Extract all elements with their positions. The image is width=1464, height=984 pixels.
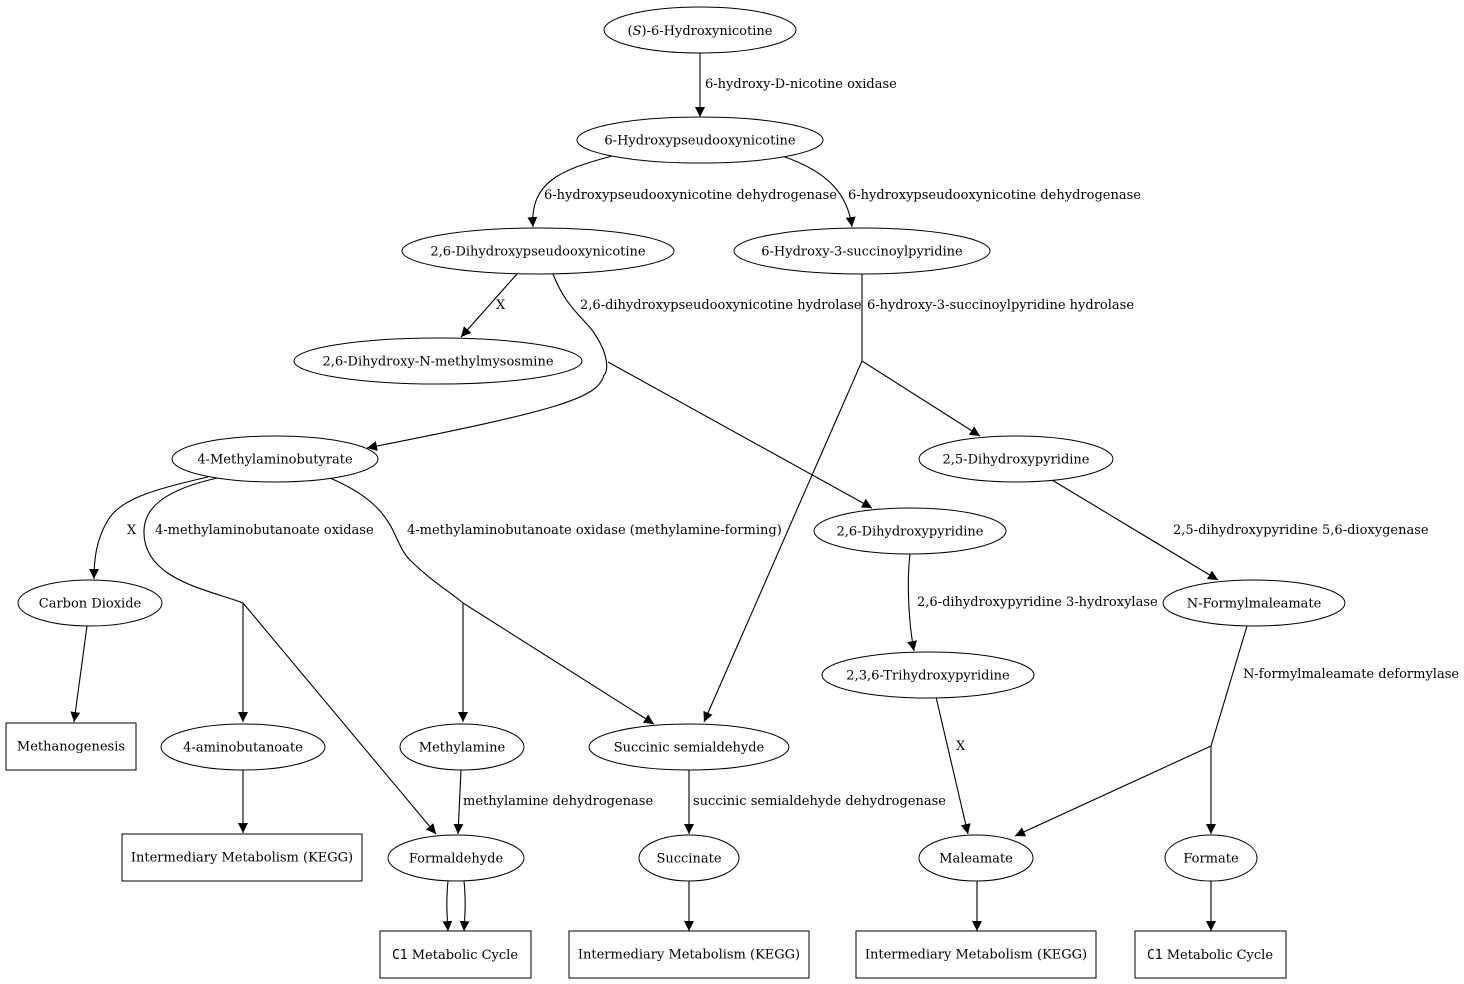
node-label: Intermediary Metabolism (KEGG) <box>578 948 800 963</box>
node-label: Formaldehyde <box>409 852 504 867</box>
node-intermediary-kegg-3[interactable]: Intermediary Metabolism (KEGG) <box>855 930 1097 979</box>
edge-mab-oxidase-to-formaldehyde <box>242 602 437 835</box>
node-dihydroxypseudooxynicotine[interactable]: 2,6-Dihydroxypseudooxynicotine <box>401 227 675 275</box>
node-intermediary-kegg-1[interactable]: Intermediary Metabolism (KEGG) <box>121 833 363 882</box>
node-hydroxy-succinoylpyridine[interactable]: 6-Hydroxy-3-succinoylpyridine <box>733 227 991 275</box>
edge-hydrolase-to-26-dihydroxypyridine <box>607 361 873 509</box>
node-label: 2,3,6-Trihydroxypyridine <box>846 669 1010 684</box>
node-label: Intermediary Metabolism (KEGG) <box>865 948 1087 963</box>
edge-label-methylamine-dehydrogenase: methylamine dehydrogenase <box>463 794 653 809</box>
edge-dihydroxypseudooxynicotine-to-mysosmine <box>460 273 518 338</box>
edge-label-x-mysosmine: X <box>496 298 506 313</box>
node-label: 2,6-Dihydroxy-N-methylmysosmine <box>322 355 553 370</box>
node-label: 2,6-Dihydroxypseudooxynicotine <box>430 245 646 260</box>
edge-label-hsp-hydrolase: 6-hydroxy-3-succinoylpyridine hydrolase <box>867 298 1134 313</box>
edge-label-x-maleamate: X <box>956 739 966 754</box>
edge-label-dhp-hydroxylase: 2,6-dihydroxypyridine 3-hydroxylase <box>917 595 1158 610</box>
edge-label-ssa-dehydrogenase: succinic semialdehyde dehydrogenase <box>693 794 946 809</box>
node-label: N-Formylmaleamate <box>1187 597 1322 612</box>
node-c1-cycle-1[interactable]: C1 Metabolic Cycle <box>379 930 532 979</box>
edge-deformylase-to-maleamate <box>1014 745 1212 837</box>
node-label: Succinate <box>656 852 721 867</box>
edge-label-hpon-dehydrogenase-right: 6-hydroxypseudooxynicotine dehydrogenase <box>848 188 1141 203</box>
node-trihydroxypyridine[interactable]: 2,3,6-Trihydroxypyridine <box>821 651 1035 699</box>
edge-label-mab-oxidase: 4-methylaminobutanoate oxidase <box>155 523 374 538</box>
node-hydroxypseudooxynicotine[interactable]: 6-Hydroxypseudooxynicotine <box>576 116 824 164</box>
node-methanogenesis[interactable]: Methanogenesis <box>5 722 137 771</box>
node-methylaminobutyrate[interactable]: 4-Methylaminobutyrate <box>171 435 379 483</box>
node-aminobutanoate[interactable]: 4-aminobutanoate <box>160 723 326 771</box>
nodes: (S)-6-Hydroxynicotine 6-Hydroxypseudooxy… <box>5 6 1346 979</box>
node-label: 4-aminobutanoate <box>183 741 303 756</box>
node-methylamine[interactable]: Methylamine <box>399 723 525 771</box>
node-label: Maleamate <box>939 852 1013 867</box>
node-n-formylmaleamate[interactable]: N-Formylmaleamate <box>1162 579 1346 627</box>
edge-label-mab-oxidase-methylamine: 4-methylaminobutanoate oxidase (methylam… <box>407 523 782 538</box>
edges <box>70 53 1248 932</box>
node-label: Succinic semialdehyde <box>614 741 765 756</box>
node-intermediary-kegg-2[interactable]: Intermediary Metabolism (KEGG) <box>568 930 810 979</box>
node-formate[interactable]: Formate <box>1164 834 1258 882</box>
edge-pseudooxynicotine-to-succinoylpyridine <box>781 155 856 228</box>
edge-label-dhpon-hydrolase: 2,6-dihydroxypseudooxynicotine hydrolase <box>580 298 862 313</box>
node-dihydroxy-methylmysosmine[interactable]: 2,6-Dihydroxy-N-methylmysosmine <box>293 337 583 385</box>
node-label: 6-Hydroxy-3-succinoylpyridine <box>761 245 963 260</box>
edge-hydrolase-to-methylaminobutyrate <box>366 374 605 451</box>
node-c1-cycle-2[interactable]: C1 Metabolic Cycle <box>1134 930 1287 979</box>
node-label: Intermediary Metabolism (KEGG) <box>131 851 353 866</box>
node-succinate[interactable]: Succinate <box>638 834 740 882</box>
node-ellipse <box>603 6 797 54</box>
node-maleamate[interactable]: Maleamate <box>918 834 1034 882</box>
node-s6-hydroxynicotine[interactable]: (S)-6-Hydroxynicotine <box>603 6 797 54</box>
edge-trihydroxypyridine-to-maleamate <box>935 696 971 835</box>
node-label: C1 Metabolic Cycle <box>392 948 518 963</box>
node-label: 2,6-Dihydroxypyridine <box>837 525 984 540</box>
node-26-dihydroxypyridine[interactable]: 2,6-Dihydroxypyridine <box>813 507 1007 555</box>
edge-label-hpon-dehydrogenase-left: 6-hydroxypseudooxynicotine dehydrogenase <box>544 188 837 203</box>
node-label: 4-Methylaminobutyrate <box>197 453 353 468</box>
edge-label-nfm-deformylase: N-formylmaleamate deformylase <box>1243 667 1459 682</box>
edge-mab-oxidase-trunk <box>143 476 244 604</box>
node-25-dihydroxypyridine[interactable]: 2,5-Dihydroxypyridine <box>918 435 1114 483</box>
edge-hydrolase-trunk <box>552 273 608 376</box>
node-formaldehyde[interactable]: Formaldehyde <box>387 834 525 882</box>
node-label: Methylamine <box>419 741 506 756</box>
node-carbon-dioxide[interactable]: Carbon Dioxide <box>17 579 163 627</box>
edge-26-dihydroxypyridine-to-trihydroxypyridine <box>907 552 918 652</box>
node-label: 6-Hydroxypseudooxynicotine <box>604 134 795 149</box>
node-label: Carbon Dioxide <box>39 597 142 612</box>
node-label: 2,5-Dihydroxypyridine <box>943 453 1090 468</box>
edge-succinoylpyridine-to-succinic-semialdehyde <box>703 360 863 723</box>
edge-label-hydroxy-d-nicotine-oxidase: 6-hydroxy-D-nicotine oxidase <box>705 77 897 92</box>
node-label: Formate <box>1183 852 1239 867</box>
edge-methylamine-to-formaldehyde <box>453 769 464 835</box>
node-label: C1 Metabolic Cycle <box>1147 948 1273 963</box>
edge-label-dhp-dioxygenase: 2,5-dihydroxypyridine 5,6-dioxygenase <box>1173 523 1429 538</box>
edge-deformylase-trunk <box>1210 625 1248 747</box>
node-succinic-semialdehyde[interactable]: Succinic semialdehyde <box>588 723 790 771</box>
edge-methylaminobutyrate-to-carbon-dioxide <box>89 476 209 580</box>
node-label: Methanogenesis <box>17 740 125 755</box>
edge-formaldehyde-to-c1-cycle-a <box>442 880 453 932</box>
edge-mab-methylamine-to-succinic-semialdehyde <box>462 602 655 725</box>
edge-succinoylpyridine-to-25-dihydroxypyridine <box>861 360 981 437</box>
edge-formaldehyde-to-c1-cycle-b <box>459 880 470 932</box>
edge-carbon-dioxide-to-methanogenesis <box>70 625 88 723</box>
node-label-s6-hydroxynicotine: (S)-6-Hydroxynicotine <box>628 24 773 39</box>
edge-25-dihydroxypyridine-to-n-formylmaleamate <box>1051 479 1219 581</box>
edge-mab-methylamine-trunk <box>329 477 464 604</box>
edge-labels: 6-hydroxy-D-nicotine oxidase 6-hydroxyps… <box>127 77 1459 809</box>
edge-pseudooxynicotine-to-dihydroxypseudooxynicotine <box>527 155 613 228</box>
edge-label-x-carbon-dioxide: X <box>127 523 137 538</box>
